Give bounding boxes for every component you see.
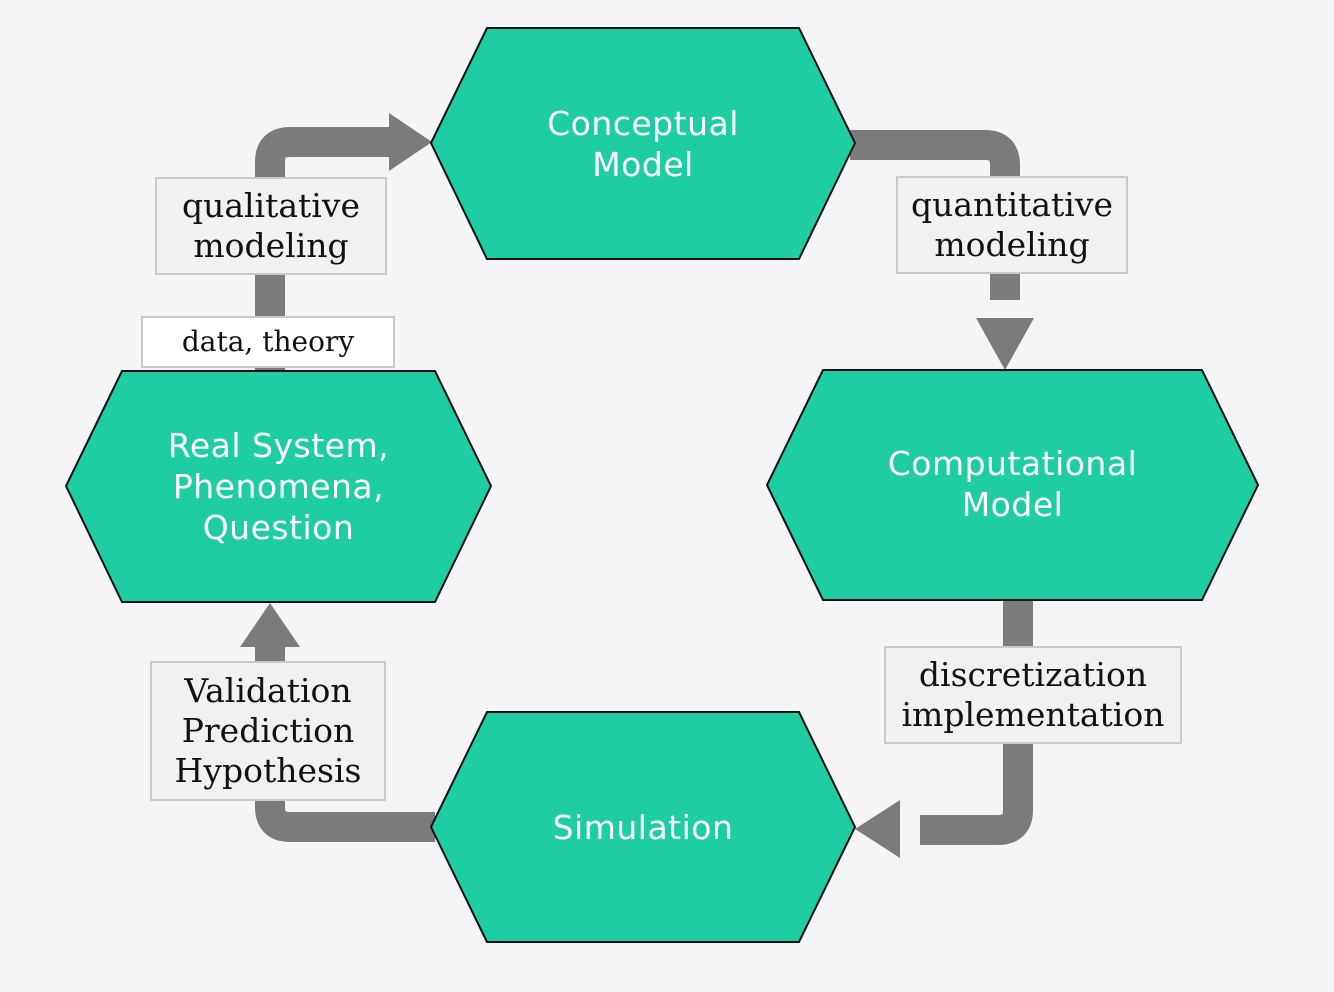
node-label-line: Question	[202, 507, 355, 547]
arrowhead-into-conceptual	[389, 113, 432, 171]
edge-label-data-theory: data, theory	[141, 316, 395, 368]
arrow-real-system-to-conceptual	[255, 127, 395, 372]
edge-label-line: data, theory	[181, 325, 355, 358]
node-label-line: Computational	[887, 444, 1138, 483]
arrow-simulation-to-real-system	[255, 645, 435, 842]
edge-label-line: quantitative	[910, 185, 1114, 224]
arrowhead-into-computational	[976, 318, 1034, 370]
node-label-line: Conceptual	[547, 104, 739, 143]
edge-label-line: implementation	[901, 695, 1165, 734]
edge-label-discretization-implementation: discretization implementation	[884, 646, 1182, 744]
node-label-computational-model: Computational Model	[823, 440, 1202, 528]
edge-label-quantitative-modeling: quantitative modeling	[896, 176, 1128, 274]
node-label-line: Model	[592, 145, 694, 184]
node-label-line: Model	[961, 485, 1064, 524]
node-conceptual-model	[429, 27, 857, 260]
edge-label-line: modeling	[193, 226, 349, 265]
arrowhead-into-real-system	[240, 603, 300, 647]
edge-label-line: discretization	[918, 655, 1148, 694]
edge-label-qualitative-modeling: qualitative modeling	[155, 177, 387, 275]
node-label-real-system: Real System, Phenomena, Question	[122, 422, 435, 550]
node-label-line: Phenomena,	[172, 466, 385, 506]
node-label-line: Real System,	[167, 425, 390, 465]
edge-label-line: Prediction	[181, 711, 355, 750]
arrow-computational-to-simulation	[920, 600, 1033, 845]
node-label-simulation: Simulation	[487, 805, 799, 849]
edge-label-line: Hypothesis	[174, 751, 362, 790]
node-real-system	[64, 370, 493, 603]
node-computational-model	[765, 369, 1260, 601]
arrow-conceptual-to-computational	[850, 130, 1020, 300]
node-simulation	[429, 711, 857, 943]
edge-label-line: Validation	[184, 671, 352, 710]
arrowhead-into-simulation	[855, 800, 900, 858]
edge-label-line: qualitative	[181, 186, 361, 225]
node-label-conceptual-model: Conceptual Model	[487, 100, 799, 188]
arrow-group	[240, 113, 1034, 858]
edge-label-validation-prediction-hypothesis: Validation Prediction Hypothesis	[150, 661, 386, 801]
edge-label-line: modeling	[934, 225, 1090, 264]
node-label-line: Simulation	[552, 807, 734, 847]
